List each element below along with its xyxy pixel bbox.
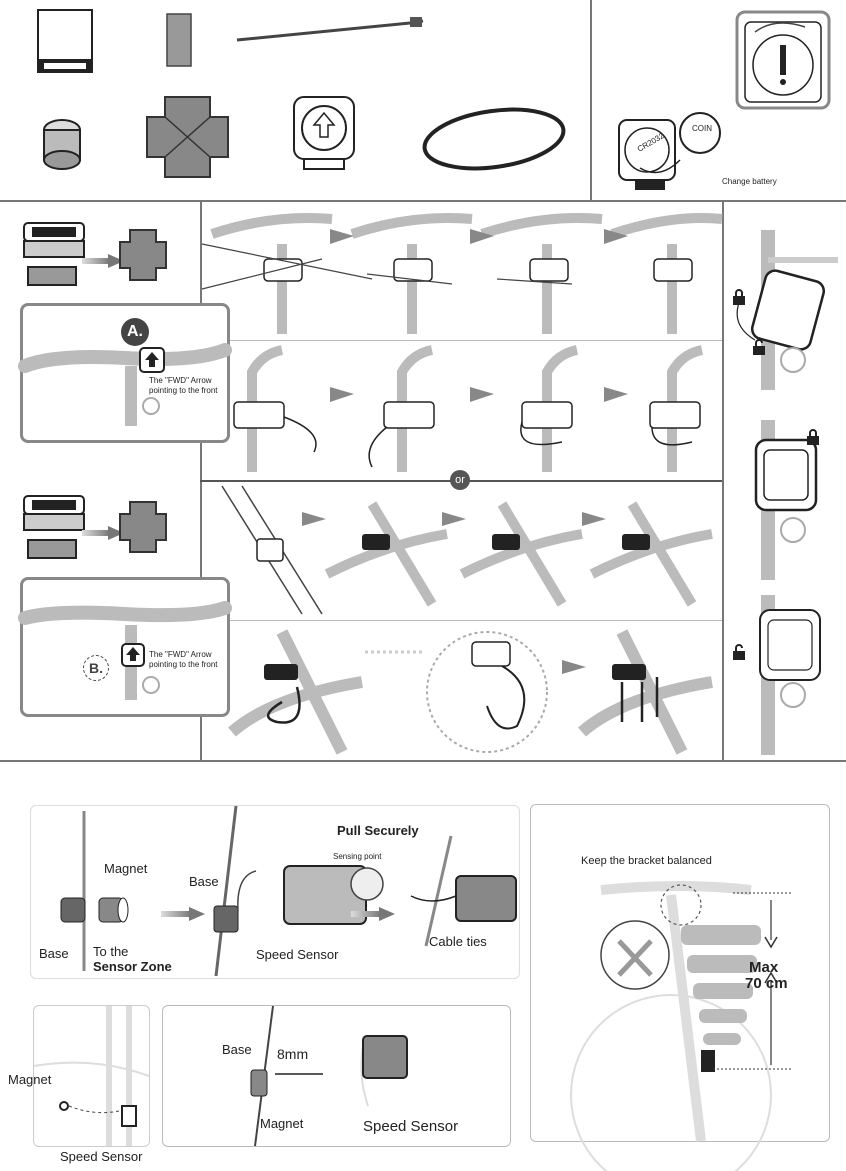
mount-b-badge: B.: [83, 655, 109, 681]
battery-door-icon: [735, 10, 831, 110]
mount-b-fwd-line1: The "FWD" Arrow: [149, 650, 212, 659]
mount-a-base-icon: [23, 222, 85, 286]
change-battery-label: Change battery: [722, 177, 777, 186]
mount-a-panel: A. The "FWD" Arrow pointing to the front: [18, 303, 232, 443]
divider-middle: [0, 760, 846, 762]
pull-securely-label: Pull Securely: [337, 823, 419, 838]
fwd-arrow-a-icon: [139, 347, 165, 373]
distance-panel: [162, 1005, 511, 1147]
speed-sensor-label: Speed Sensor: [256, 947, 339, 962]
keep-balanced-label: Keep the bracket balanced: [581, 855, 712, 867]
unlock-icon-1: [753, 339, 765, 355]
distance-magnet-label: Magnet: [260, 1116, 304, 1131]
divider-row-a: [200, 340, 722, 341]
mount-a-badge: A.: [121, 318, 149, 346]
wheel-illustration: [33, 1006, 150, 1146]
sensor-arrow-1: [189, 907, 205, 921]
magnet-part-icon: [43, 119, 81, 170]
battery-coin-icon: [618, 112, 721, 190]
lock-icon-1: [733, 289, 745, 305]
mount-a-rubber-icon: [119, 229, 167, 281]
bike-front-illustration: [570, 881, 791, 1171]
divider-top: [0, 200, 846, 202]
install-steps-row2: [233, 345, 704, 472]
base-label-2: Base: [189, 874, 219, 889]
mount-a-fwd-line1: The "FWD" Arrow: [149, 376, 212, 385]
max-label: Max: [749, 959, 779, 976]
cable-ties-label: Cable ties: [429, 934, 487, 949]
sensing-point-icon: [350, 867, 384, 901]
unlock-icon-3: [733, 644, 745, 660]
cable-tie-icon: [236, 17, 424, 42]
lock-sequence-1: [736, 230, 838, 390]
divider-right-column: [722, 202, 724, 760]
sensor-arrow-2-bar: [351, 911, 381, 917]
max-distance-label: 70 cm: [745, 975, 788, 992]
divider-row-b: [200, 620, 722, 621]
o-ring-icon: [422, 107, 566, 171]
sensor-install-panel: Magnet Base To the Sensor Zone Base Spee…: [30, 805, 520, 979]
lock-icon-2: [807, 429, 819, 445]
rubber-base-cross-icon: [146, 96, 229, 178]
sensor-arrow-1-bar: [161, 911, 191, 917]
sensor-arrow-2: [379, 907, 395, 921]
mount-b-rubber-icon: [119, 501, 167, 553]
lock-sequence-2: [754, 420, 818, 580]
sensor-zone-label: Sensor Zone: [93, 959, 172, 974]
sensing-point-label: Sensing point: [333, 852, 382, 861]
computer-back-icon: [293, 96, 355, 170]
cable-tie-illustration: [410, 835, 517, 947]
magnet-label: Magnet: [104, 861, 148, 876]
fork-line-left: [82, 811, 86, 971]
fork-line-mid: [214, 805, 238, 977]
wheel-magnet-label: Magnet: [8, 1072, 52, 1087]
base-label-1: Base: [39, 946, 69, 961]
magnet-base-icon: [60, 897, 129, 923]
wheel-speed-sensor-label: Speed Sensor: [60, 1149, 143, 1164]
distance-speed-sensor-label: Speed Sensor: [363, 1118, 459, 1135]
bracket-part-icon: [37, 9, 93, 73]
divider-parts-battery: [590, 0, 592, 200]
to-the-label: To the: [93, 944, 129, 959]
distance-illustration: [250, 1005, 408, 1147]
install-steps-row3: [221, 485, 713, 615]
mount-a-arrow-bar: [82, 258, 110, 264]
mount-b-fwd-line2: pointing to the front: [149, 660, 218, 669]
distance-base-label: Base: [222, 1042, 252, 1057]
mount-b-arrow-bar: [82, 530, 110, 536]
distance-gap-label: 8mm: [277, 1046, 309, 1062]
bracket-panel: Keep the bracket balanced Max 70 cm: [530, 804, 830, 1171]
mount-a-fwd-line2: pointing to the front: [149, 386, 218, 395]
handlebar-a-illustration: [18, 343, 232, 426]
install-steps-row4: [228, 629, 713, 755]
wheel-panel: [33, 1005, 150, 1147]
install-steps-row1: [201, 213, 723, 334]
coin-label: COIN: [692, 124, 712, 133]
rubber-pad-icon: [166, 13, 192, 67]
fwd-arrow-b-icon: [121, 643, 145, 667]
lock-sequence-3: [759, 595, 821, 755]
mount-b-base-icon: [23, 495, 85, 559]
mount-b-panel: B. The "FWD" Arrow pointing to the front: [18, 577, 232, 717]
or-badge: or: [450, 470, 470, 490]
